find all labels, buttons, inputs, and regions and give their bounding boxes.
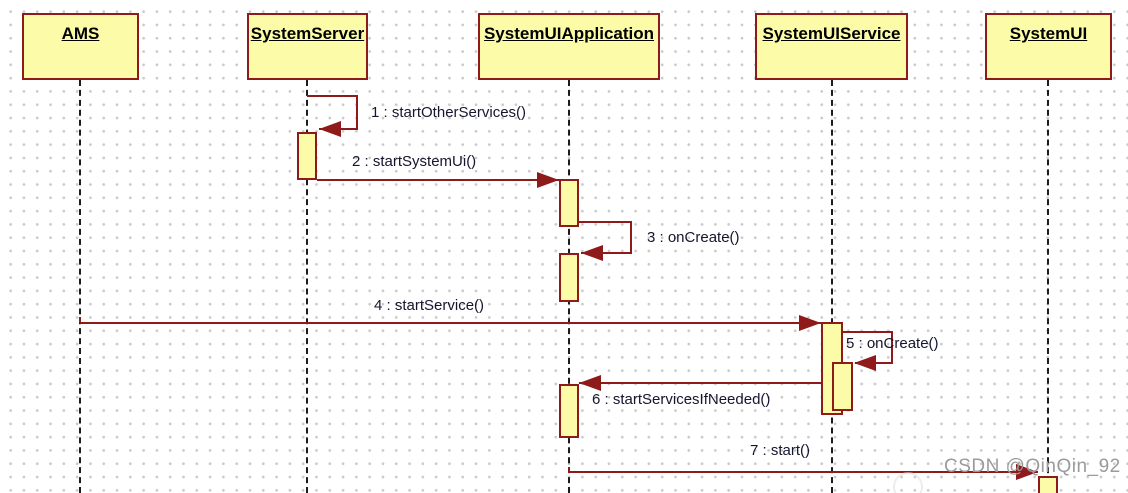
activation-systemui-1 (1038, 476, 1058, 493)
activation-systemuiapplication-1 (559, 179, 579, 227)
message-5-label: 5 : onCreate() (846, 335, 939, 352)
participant-ams: AMS (22, 13, 139, 80)
activation-systemuiservice-2 (832, 362, 853, 411)
lifeline-systemserver (306, 80, 308, 493)
message-1-label: 1 : startOtherServices() (371, 104, 527, 121)
participant-systemui: SystemUI (985, 13, 1112, 80)
message-1-arrowhead (319, 121, 341, 137)
message-6-label: 6 : startServicesIfNeeded() (592, 391, 771, 408)
participant-systemserver: SystemServer (247, 13, 368, 80)
message-7-arrowhead (1016, 464, 1038, 480)
message-3-label: 3 : onCreate() (647, 229, 740, 246)
activation-systemserver-1 (297, 132, 317, 180)
message-4-label: 4 : startService() (374, 297, 485, 314)
message-4-arrowhead (799, 315, 821, 331)
participant-systemuiapplication: SystemUIApplication (478, 13, 660, 80)
activation-systemuiapplication-3 (559, 384, 579, 438)
message-2-line (317, 179, 559, 181)
message-3-return-line (581, 252, 632, 254)
watermark-text: CSDN @QinQin_92 (944, 456, 1121, 477)
message-2-label: 2 : startSystemUi() (352, 153, 477, 170)
message-5-self-loop (843, 331, 893, 364)
message-2-arrowhead (537, 172, 559, 188)
message-7-label: 7 : start() (750, 442, 811, 459)
message-4-start-tick (79, 317, 81, 323)
lifeline-ams (79, 80, 81, 493)
message-3-self-loop (579, 221, 632, 254)
message-6-arrowhead (579, 375, 601, 391)
participant-systemuiservice: SystemUIService (755, 13, 908, 80)
lifeline-systemui (1047, 80, 1049, 493)
activation-systemuiapplication-2 (559, 253, 579, 302)
message-1-self-loop (307, 95, 358, 130)
message-5-arrowhead (854, 355, 876, 371)
message-4-line (80, 322, 821, 324)
message-7-start-tick (568, 467, 570, 473)
lifeline-systemuiservice (831, 80, 833, 493)
message-7-line (569, 471, 1038, 473)
message-6-line (579, 382, 821, 384)
watermark-logo-circle (893, 472, 923, 493)
message-3-arrowhead (581, 245, 603, 261)
